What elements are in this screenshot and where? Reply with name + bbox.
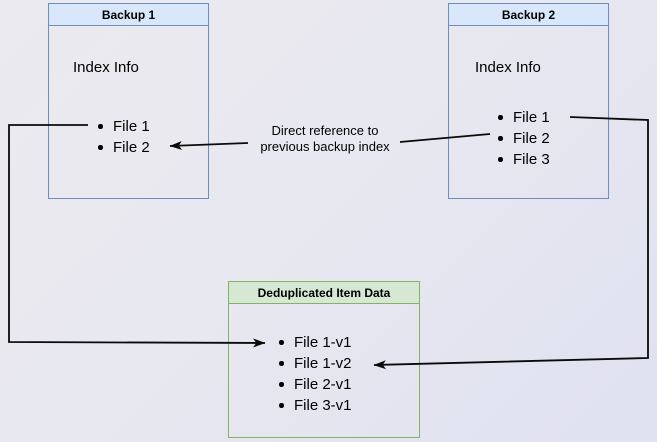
direct-reference-label: Direct reference to previous backup inde… xyxy=(260,123,390,154)
backup2-file-item: File 3 xyxy=(498,149,550,170)
dedup-item: File 3-v1 xyxy=(279,395,352,416)
backup2-box: Backup 2 Index Info File 1 File 2 File 3 xyxy=(448,3,609,199)
backup1-title: Backup 1 xyxy=(49,4,208,26)
dedup-item: File 1-v1 xyxy=(279,332,352,353)
backup1-file-item: File 1 xyxy=(98,116,150,137)
dedup-item-list: File 1-v1 File 1-v2 File 2-v1 File 3-v1 xyxy=(279,332,352,416)
backup2-index-info-label: Index Info xyxy=(475,59,541,76)
dedup-item: File 2-v1 xyxy=(279,374,352,395)
backup1-file-item: File 2 xyxy=(98,137,150,158)
dedup-item: File 1-v2 xyxy=(279,353,352,374)
dedup-title: Deduplicated Item Data xyxy=(229,282,419,304)
backup2-file-list: File 1 File 2 File 3 xyxy=(498,107,550,170)
backup2-file-item: File 2 xyxy=(498,128,550,149)
backup1-file-list: File 1 File 2 xyxy=(98,116,150,158)
backup1-index-info-label: Index Info xyxy=(73,59,139,76)
dedup-box: Deduplicated Item Data File 1-v1 File 1-… xyxy=(228,281,420,438)
backup2-file-item: File 1 xyxy=(498,107,550,128)
backup1-box: Backup 1 Index Info File 1 File 2 xyxy=(48,3,209,199)
backup2-title: Backup 2 xyxy=(449,4,608,26)
